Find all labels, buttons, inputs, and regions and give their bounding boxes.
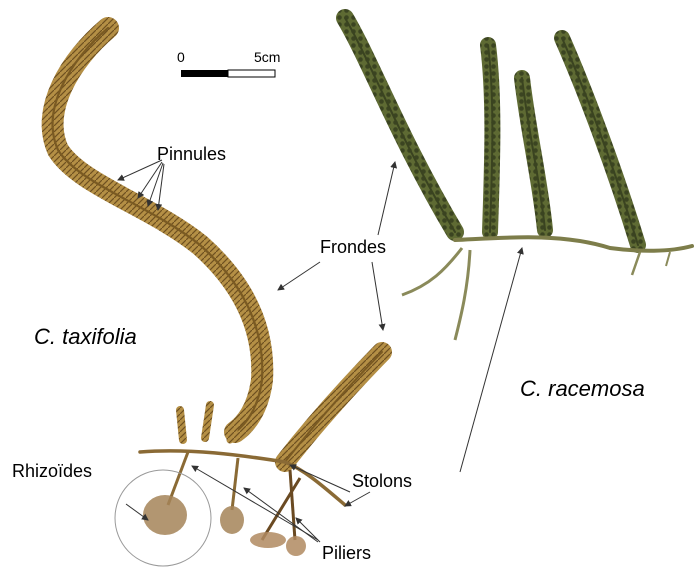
- taxifolia-species-label: C. taxifolia: [34, 326, 137, 348]
- rhizoides-label: Rhizoïdes: [12, 462, 92, 480]
- pinnules-label: Pinnules: [157, 145, 226, 163]
- racemosa-plant: [345, 18, 692, 340]
- taxifolia-plant: [53, 28, 382, 566]
- scale-bar: [181, 70, 275, 77]
- stolons-label: Stolons: [352, 472, 412, 490]
- racemosa-stolon: [455, 237, 692, 251]
- piliers-label: Piliers: [322, 544, 371, 562]
- scale-end-label: 5cm: [254, 50, 280, 64]
- taxifolia-main-frond: [53, 28, 263, 432]
- scale-start-label: 0: [177, 50, 185, 64]
- frondes-label: Frondes: [320, 238, 386, 256]
- racemosa-species-label: C. racemosa: [520, 378, 645, 400]
